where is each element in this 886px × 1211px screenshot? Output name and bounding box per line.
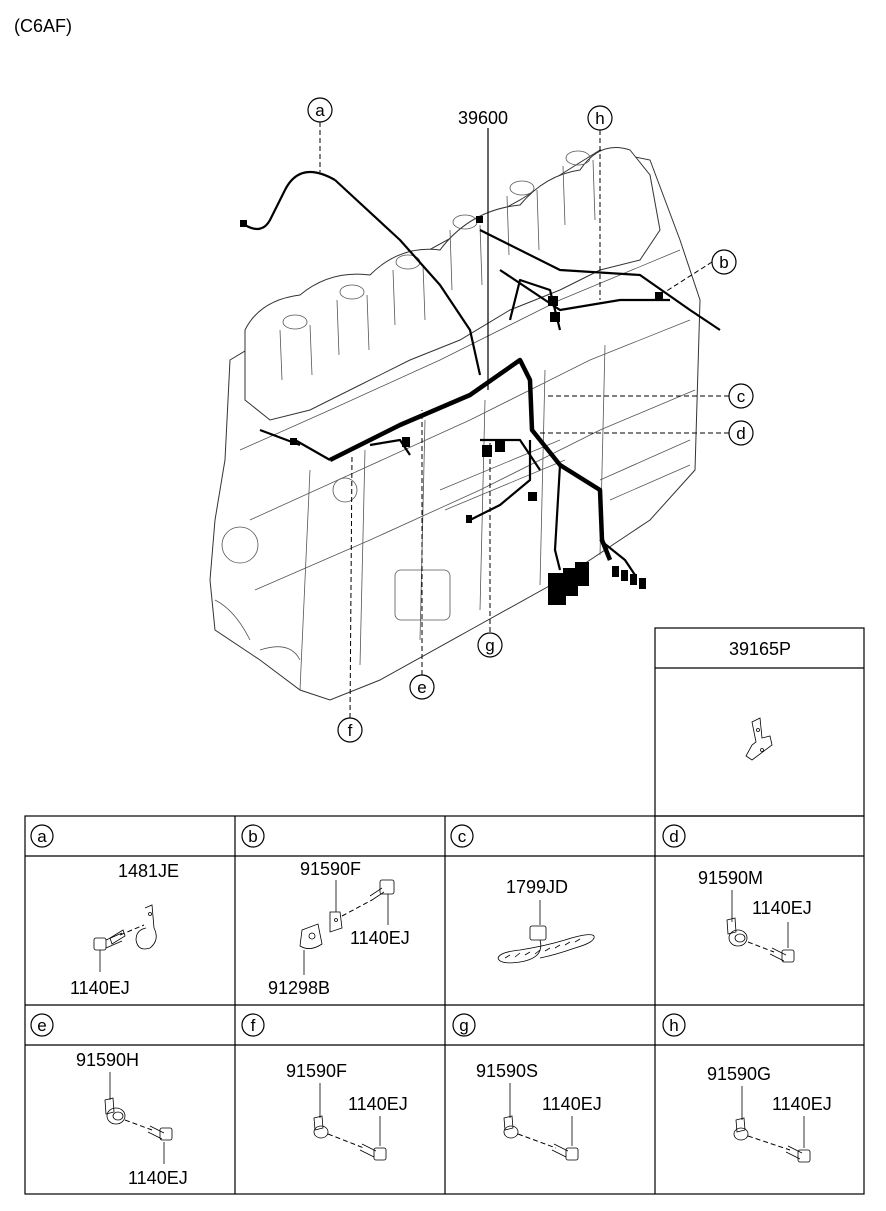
svg-text:a: a bbox=[315, 101, 325, 120]
clip-icon bbox=[726, 917, 748, 947]
panel-letter: f bbox=[251, 1016, 256, 1035]
callout-f: f bbox=[337, 717, 363, 743]
part-label: 91590S bbox=[476, 1061, 538, 1081]
part-label: 1140EJ bbox=[752, 898, 812, 918]
part-label: 1140EJ bbox=[542, 1094, 602, 1114]
svg-text:h: h bbox=[595, 109, 604, 128]
svg-text:d: d bbox=[736, 424, 745, 443]
part-label: 91590M bbox=[698, 868, 763, 888]
bolt-icon bbox=[147, 1125, 173, 1141]
side-box-part-number: 39165P bbox=[729, 639, 791, 659]
clip-icon bbox=[135, 904, 157, 950]
part-label: 91590G bbox=[707, 1064, 771, 1084]
svg-text:b: b bbox=[719, 253, 728, 272]
detail-panel-b: b 91590F 1140EJ 91298B bbox=[241, 824, 410, 998]
detail-panel-e: e 91590H 1140EJ bbox=[30, 1013, 188, 1188]
part-label: 1799JD bbox=[506, 877, 568, 897]
part-label: 91590F bbox=[286, 1061, 347, 1081]
callout-b: b bbox=[711, 249, 737, 275]
bolt-icon bbox=[551, 1143, 579, 1161]
callout-h: h bbox=[587, 105, 613, 131]
detail-panel-g: g 91590S 1140EJ bbox=[452, 1013, 602, 1161]
part-label: 1140EJ bbox=[70, 978, 130, 998]
panel-letter: d bbox=[669, 827, 678, 846]
panel-letter: h bbox=[669, 1016, 678, 1035]
detail-panel-d: d 91590M 1140EJ bbox=[662, 824, 812, 963]
part-label: 91590F bbox=[300, 859, 361, 879]
detail-panel-h: h 91590G 1140EJ bbox=[662, 1013, 832, 1163]
svg-text:g: g bbox=[485, 636, 494, 655]
callout-g: g bbox=[477, 632, 503, 658]
panel-letter: c bbox=[458, 827, 467, 846]
engine-block-illustration bbox=[209, 147, 701, 701]
part-label: 1140EJ bbox=[772, 1094, 832, 1114]
bolt-icon bbox=[359, 1143, 387, 1161]
bolt-icon bbox=[93, 932, 123, 951]
part-label: 1140EJ bbox=[348, 1094, 408, 1114]
engine-code-label: (C6AF) bbox=[14, 16, 72, 36]
clip-icon bbox=[503, 1115, 519, 1139]
panel-letter: b bbox=[248, 827, 257, 846]
callout-e: e bbox=[409, 674, 435, 700]
svg-text:c: c bbox=[737, 387, 746, 406]
callout-leaders bbox=[319, 122, 729, 719]
panel-letter: e bbox=[37, 1016, 46, 1035]
bracket-icon bbox=[299, 923, 323, 949]
clip-icon bbox=[329, 911, 343, 933]
callout-d: d bbox=[728, 420, 754, 446]
part-label: 1481JE bbox=[118, 861, 179, 881]
main-part-number: 39600 bbox=[458, 108, 508, 128]
detail-panel-c: c 1799JD bbox=[450, 824, 595, 964]
callout-c: c bbox=[728, 383, 754, 409]
panel-letter: a bbox=[37, 827, 47, 846]
wiring-harness-39600 bbox=[240, 170, 721, 605]
part-label: 1140EJ bbox=[128, 1168, 188, 1188]
bracket-icon bbox=[745, 717, 773, 761]
part-label: 1140EJ bbox=[350, 928, 410, 948]
bolt-icon bbox=[369, 879, 395, 901]
side-box-39165P: 39165P bbox=[654, 627, 865, 817]
part-label: 91298B bbox=[268, 978, 330, 998]
cable-tie-icon bbox=[497, 925, 595, 964]
callout-a: a bbox=[307, 97, 333, 123]
clip-icon bbox=[733, 1117, 749, 1141]
clip-icon bbox=[104, 1097, 126, 1125]
panel-letter: g bbox=[459, 1016, 468, 1035]
part-label: 91590H bbox=[76, 1050, 139, 1070]
svg-text:f: f bbox=[348, 721, 353, 740]
bolt-icon bbox=[785, 1145, 811, 1163]
svg-text:e: e bbox=[417, 678, 426, 697]
detail-grid bbox=[24, 815, 865, 1195]
detail-panel-f: f 91590F 1140EJ bbox=[241, 1013, 408, 1161]
detail-panel-a: a 1481JE 1140EJ bbox=[30, 824, 179, 998]
clip-icon bbox=[313, 1115, 329, 1139]
bolt-icon bbox=[769, 947, 795, 963]
